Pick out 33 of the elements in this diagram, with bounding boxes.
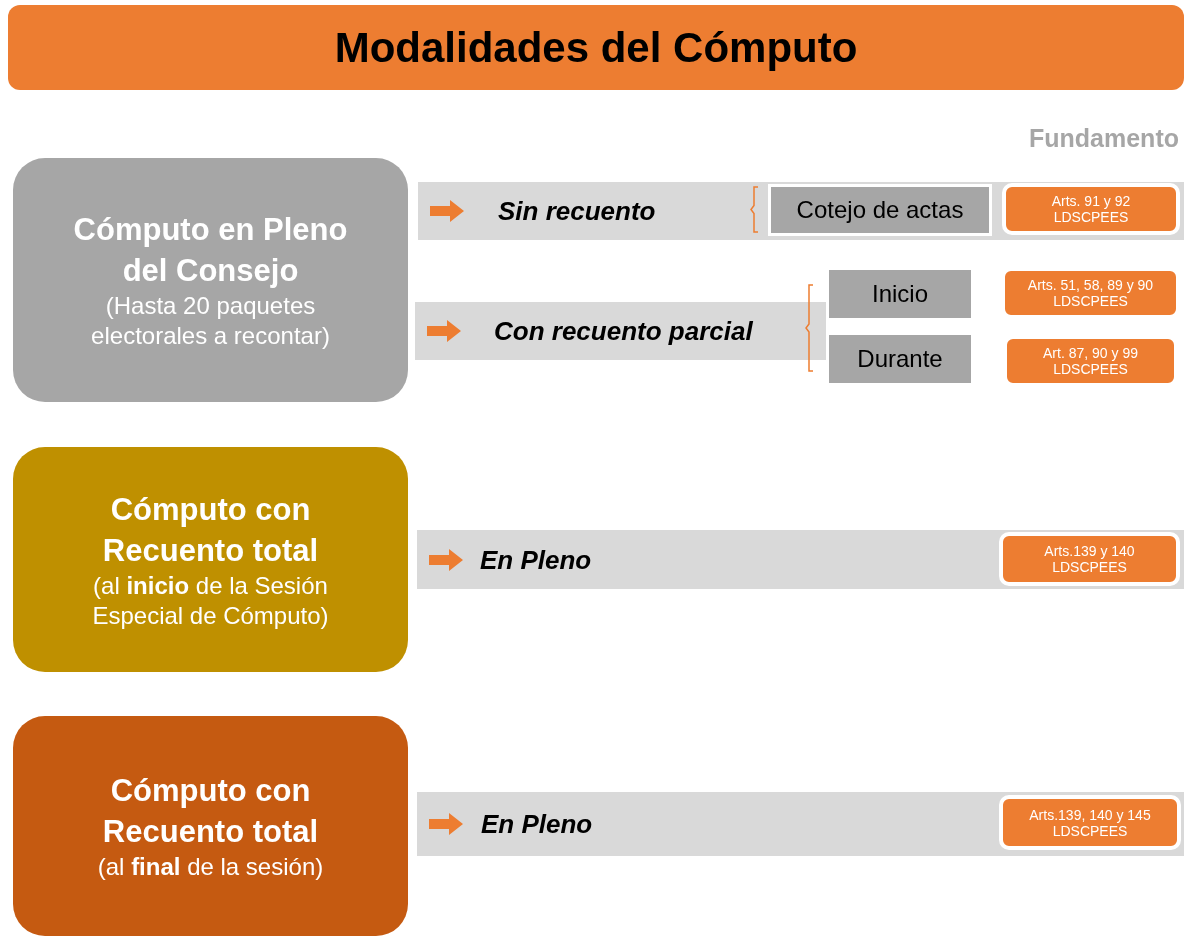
card-note: (al final de la sesión) (97, 852, 324, 882)
reference-text: Arts. 91 y 92 LDSCPEES (1050, 193, 1132, 225)
reference-text: Art. 87, 90 y 99 LDSCPEES (1042, 345, 1139, 377)
card-heading: Cómputo en Pleno del Consejo (72, 211, 349, 290)
legal-reference-box (999, 795, 1181, 850)
option-label: En Pleno (480, 544, 592, 575)
title-banner: Modalidades del Cómputo (8, 5, 1184, 90)
option-label: Sin recuento (498, 196, 656, 226)
legal-reference-box (1002, 183, 1180, 235)
step-box (768, 184, 992, 236)
step-label: Cotejo de actas (796, 196, 964, 224)
card-heading: Cómputo con Recuento total (101, 490, 320, 570)
option-band (418, 182, 1184, 240)
column-heading: Fundamento (1028, 124, 1179, 153)
option-label: Con recuento parcial (494, 316, 753, 346)
category-card (13, 716, 408, 936)
step-label: Inicio (872, 280, 928, 308)
card-heading: Cómputo con Recuento total (101, 772, 320, 851)
category-card (13, 447, 408, 672)
reference-text: Arts.139 y 140 LDSCPEES (1043, 543, 1136, 575)
option-band (417, 792, 1184, 856)
legal-reference-box (999, 532, 1180, 586)
step-box (826, 332, 974, 386)
reference-text: Arts. 51, 58, 89 y 90 LDSCPEES (1026, 277, 1155, 309)
option-label: En Pleno (481, 809, 593, 839)
card-note: (Hasta 20 paquetes electorales a recontar) (90, 291, 331, 351)
option-band (417, 530, 1184, 589)
option-band (415, 302, 826, 360)
reference-text: Arts.139, 140 y 145 LDSCPEES (1028, 806, 1152, 839)
card-note: (al inicio de la Sesión Especial de Cómputo) (91, 570, 330, 631)
category-card (13, 158, 408, 402)
step-box (826, 267, 974, 321)
step-label: Durante (857, 345, 943, 373)
